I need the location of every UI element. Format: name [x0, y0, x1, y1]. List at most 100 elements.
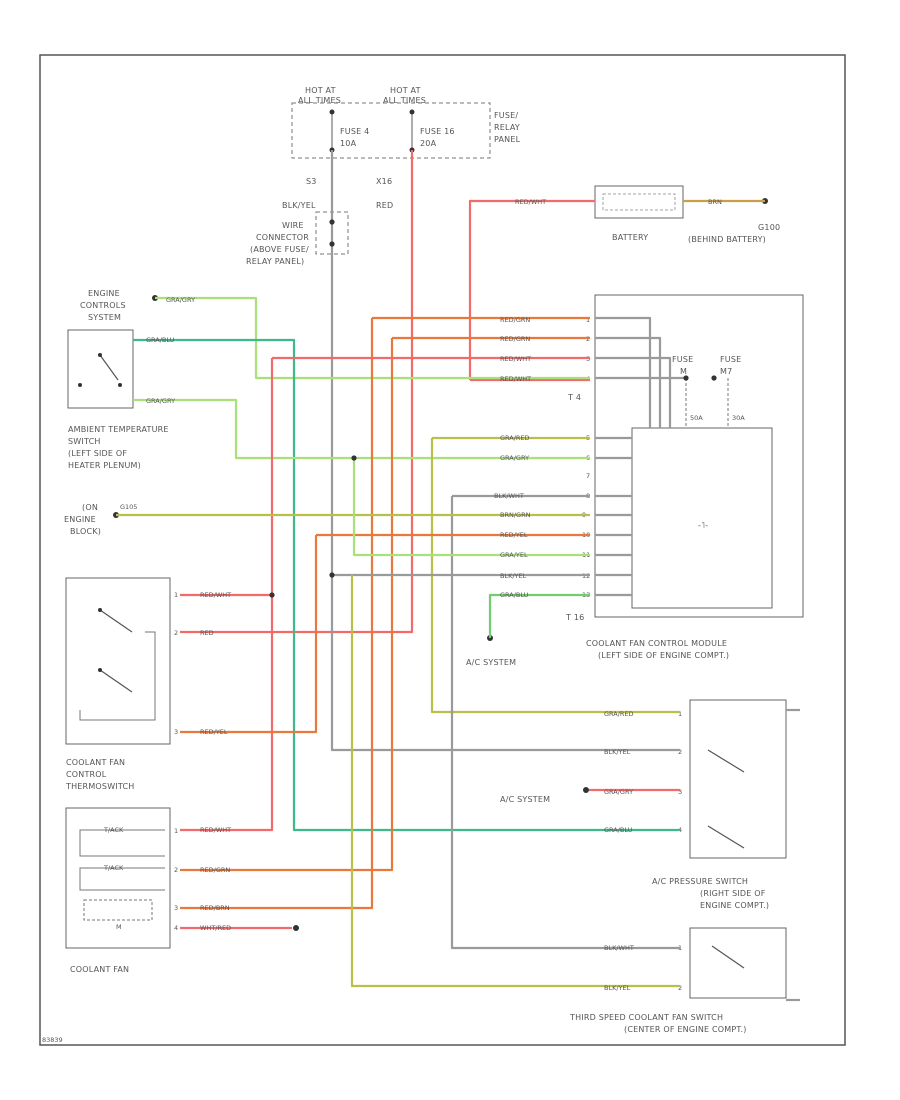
battery-cells	[602, 193, 676, 211]
wire-cfcm-internal-1	[595, 316, 652, 428]
thermoswitch-contact-2	[99, 669, 133, 693]
coolant-fan-terminal-1: T/ACK	[103, 826, 124, 834]
wire-label-gra-red: GRA/RED	[500, 434, 530, 442]
blk-yel-splice-label: BLK/YEL	[282, 201, 316, 210]
ac-pressure-pin-1: 1	[678, 710, 682, 718]
wire-label-fan-red-wht: RED/WHT	[200, 826, 231, 834]
wire-blk-yel-down	[350, 575, 680, 988]
ac-pressure-label-1: A/C PRESSURE SWITCH	[652, 877, 748, 886]
ambient-temp-switch-pole	[78, 383, 82, 387]
thermoswitch-label-1: COOLANT FAN	[66, 758, 125, 767]
coolant-fan-pin-3: 3	[174, 904, 178, 912]
cfcm-internal-symbol: -˥-	[698, 521, 708, 530]
coolant-fan-label: COOLANT FAN	[70, 965, 129, 974]
engine-block-label-2: ENGINE	[64, 515, 96, 524]
wire-label-acp-blk-yel: BLK/YEL	[604, 748, 631, 756]
fuse-relay-panel-label-1: FUSE/	[494, 111, 518, 120]
fuse-relay-panel-box	[291, 102, 491, 159]
wire-connector-label-4: RELAY PANEL)	[246, 257, 304, 266]
coolant-fan-terminal-2: T/ACK	[103, 864, 124, 872]
wire-label-brn-grn: BRN/GRN	[500, 511, 531, 519]
splice-dot-7	[711, 375, 717, 381]
wire-label-acp-gra-gry: GRA/GRY	[604, 788, 633, 796]
ac-pressure-pin-4: 4	[678, 826, 682, 834]
wire-label-fan-red-brn: RED/BRN	[200, 904, 230, 912]
cfcm-label-2: (LEFT SIDE OF ENGINE COMPT.)	[598, 651, 729, 660]
wire-label-red-wht-2: RED/WHT	[500, 375, 531, 383]
wire-label-th-red-yel: RED/YEL	[200, 728, 228, 736]
wire-cfcm-internal-2	[595, 336, 662, 428]
cfcm-pin-7: 7	[586, 472, 590, 480]
wire-label-th-red: RED	[200, 629, 214, 637]
ac-pressure-pin-2: 2	[678, 748, 682, 756]
wire-connector-label-3: (ABOVE FUSE/	[250, 245, 309, 254]
wire-label-fan-red-grn: RED/GRN	[200, 866, 230, 874]
fuse-m-amp: 50A	[690, 414, 703, 422]
ac-pressure-label-2: (RIGHT SIDE OF	[700, 889, 766, 898]
cfcm-outer-box	[594, 294, 804, 618]
wire-label-red-grn-1: RED/GRN	[500, 316, 530, 324]
third-speed-label-1: THIRD SPEED COOLANT FAN SWITCH	[569, 1013, 723, 1022]
ambient-temp-switch-pivot	[98, 353, 102, 357]
fuse-m2-id: M7	[720, 367, 732, 376]
wire-blk-wht-down	[450, 496, 680, 950]
diagram-frame	[39, 54, 846, 1046]
fuse-16-amp: 20A	[420, 139, 437, 148]
ambient-temp-label-4: HEATER PLENUM)	[68, 461, 141, 470]
wire-label-red-yel: RED/YEL	[500, 531, 528, 539]
thermoswitch-pivot-2	[98, 668, 102, 672]
coolant-fan-pin-2: 2	[174, 866, 178, 874]
wire-cfcm-internal-3	[595, 356, 672, 428]
hot-at-all-times-label-1: HOT AT	[305, 86, 336, 95]
third-speed-label-2: (CENTER OF ENGINE COMPT.)	[624, 1025, 747, 1034]
third-speed-pin-2: 2	[678, 984, 682, 992]
circuit-s3-label: S3	[306, 177, 317, 186]
coolant-fan-motor-label: M	[116, 923, 122, 931]
splice-dot-2	[329, 572, 335, 578]
hot-at-all-times-label-1b: ALL TIMES	[298, 96, 341, 105]
wire-connector-label-1: WIRE	[282, 221, 304, 230]
ac-pressure-pin-3: 3	[678, 788, 682, 796]
thermoswitch-inner-wire	[79, 631, 156, 721]
wire-label-red-wht-battery: RED/WHT	[515, 198, 546, 206]
ac-system-label-1: A/C SYSTEM	[466, 658, 516, 667]
thermoswitch-contact-1	[99, 609, 133, 633]
coolant-fan-pin-1: 1	[174, 827, 178, 835]
ambient-temp-label-2: SWITCH	[68, 437, 101, 446]
ambient-temp-label-3: (LEFT SIDE OF	[68, 449, 127, 458]
splice-dot-4	[329, 219, 335, 225]
hot-at-all-times-label-2: HOT AT	[390, 86, 421, 95]
g100-label-1: G100	[758, 223, 780, 232]
cfcm-pin-1: 1	[586, 316, 590, 324]
g100-label-2: (BEHIND BATTERY)	[688, 235, 766, 244]
ecm-label-1: ENGINE	[88, 289, 120, 298]
wire-label-fan-wht-red: WHT/RED	[200, 924, 231, 932]
wire-red-fuse16	[180, 150, 414, 634]
wire-gra-yel	[352, 458, 590, 557]
coolant-fan-motor	[83, 899, 153, 921]
splice-dot-3	[351, 455, 357, 461]
fuse-m-id: M	[680, 367, 687, 376]
thermoswitch-box	[65, 577, 171, 745]
battery-symbol	[594, 185, 684, 219]
circuit-x16-label: X16	[376, 177, 392, 186]
wire-red-wht-battery	[468, 199, 595, 380]
fuse-m2-amp: 30A	[732, 414, 745, 422]
coolant-fan-winding-1	[79, 829, 165, 857]
wire-label-acp-gra-blu: GRA/BLU	[604, 826, 633, 834]
wire-label-gra-yel: GRA/YEL	[500, 551, 528, 559]
wire-blk-yel-fuse4	[330, 150, 680, 752]
wire-gra-gry-ats	[133, 398, 590, 460]
cfcm-label-1: COOLANT FAN CONTROL MODULE	[586, 639, 727, 648]
ecm-label-2: CONTROLS	[80, 301, 126, 310]
fuse-relay-panel-label-3: PANEL	[494, 135, 521, 144]
wire-label-gra-gry: GRA/GRY	[166, 296, 195, 304]
fuse-4-amp: 10A	[340, 139, 357, 148]
coolant-fan-pin-4: 4	[174, 924, 178, 932]
wire-gra-blu-ats	[133, 338, 680, 832]
wire-label-brn: BRN	[708, 198, 722, 206]
t4-label: T 4	[567, 393, 581, 402]
third-speed-pin-1: 1	[678, 944, 682, 952]
thermoswitch-pin-3: 3	[174, 728, 178, 736]
wire-gra-red-down	[430, 438, 680, 714]
